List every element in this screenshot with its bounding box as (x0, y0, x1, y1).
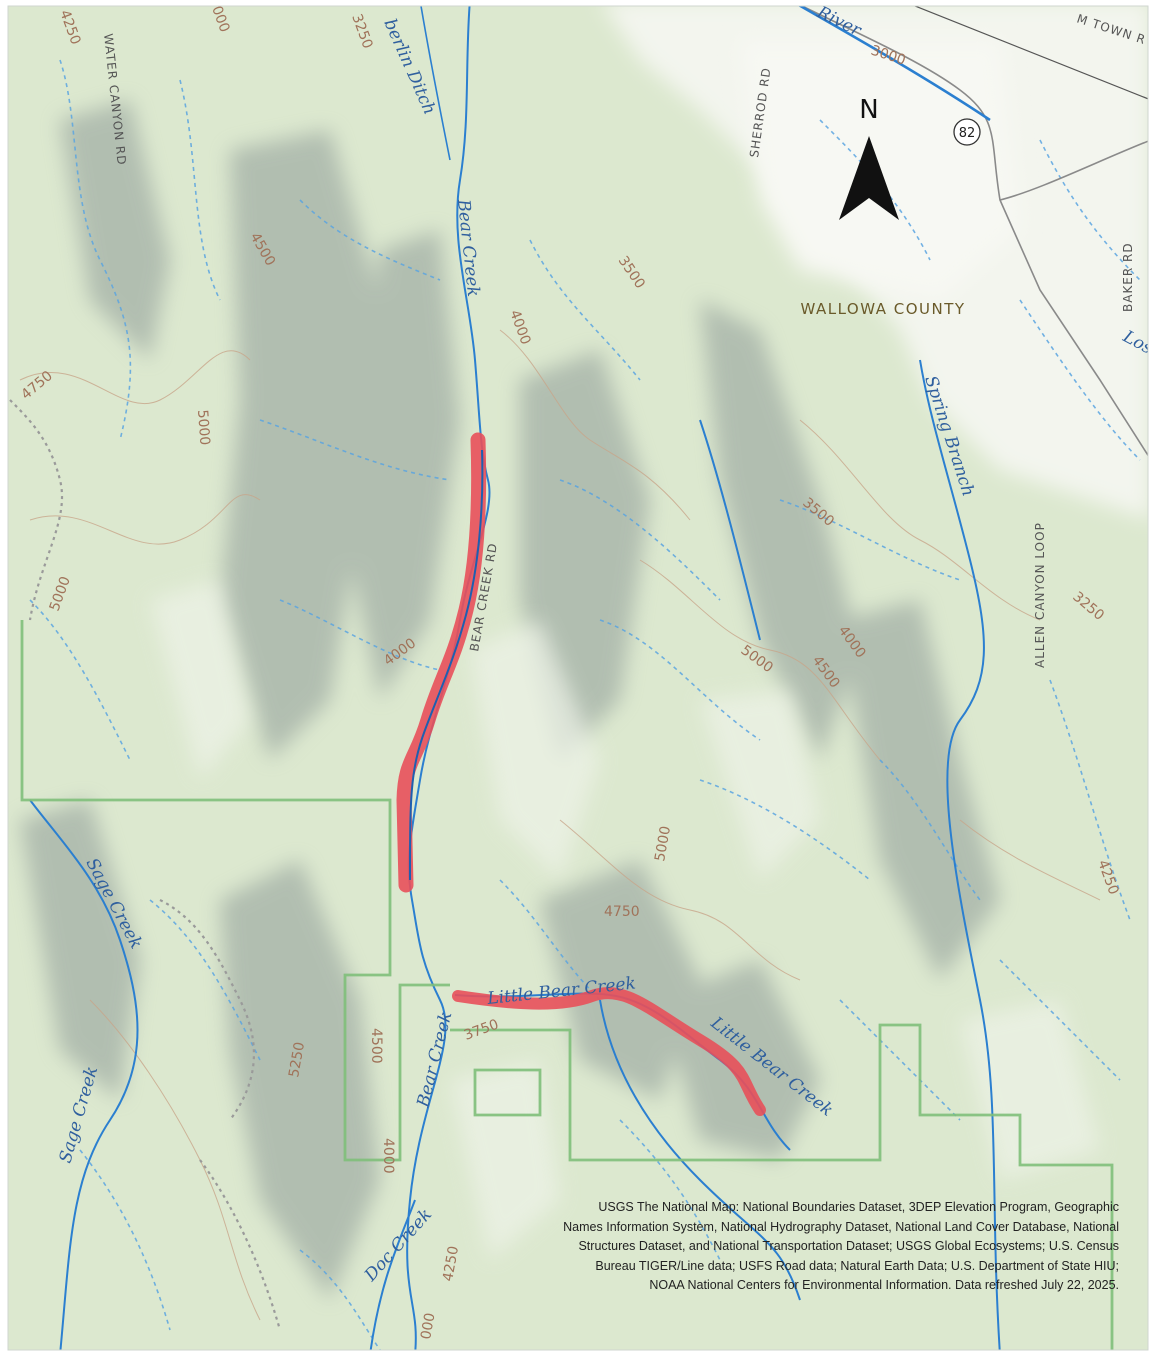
contour-label: 5000 (194, 409, 212, 446)
highway-shield: 82 (953, 118, 981, 146)
county-label: WALLOWA COUNTY (800, 300, 965, 318)
map-frame (7, 5, 1149, 1351)
contour-label: 5000 (652, 825, 674, 863)
north-arrow: N (839, 95, 899, 220)
contour-label: 000 (418, 1312, 438, 1341)
roads (800, 6, 1148, 457)
ditch-stream (420, 6, 451, 161)
sage-creek-stream (29, 799, 139, 1350)
allen-canyon-loop-label: ALLEN CANYON LOOP (1033, 522, 1047, 668)
baker-rd-label: BAKER RD (1121, 242, 1135, 312)
highway-82-label: 82 (959, 126, 976, 141)
middle-creek-stream (599, 999, 801, 1301)
shaded-relief (20, 100, 1000, 1300)
north-arrow-letter: N (859, 95, 878, 125)
attribution-text: USGS The National Map: National Boundari… (563, 1200, 1119, 1292)
river-stream (797, 6, 991, 122)
relief-highlights (150, 580, 1100, 1260)
contour-label: 4500 (368, 1028, 384, 1064)
trails (9, 399, 282, 1331)
contour-label: 4750 (604, 904, 640, 920)
contour-label: 4000 (380, 1138, 396, 1174)
contour-label: 5250 (286, 1041, 308, 1079)
upper-stream (699, 419, 761, 641)
highlighted-corridor[interactable] (396, 432, 766, 1116)
doc-creek-stream (369, 1199, 416, 1350)
land-boundary (20, 620, 1114, 1350)
spring-branch-stream (919, 359, 1001, 1350)
contour-label: 4250 (440, 1245, 462, 1283)
intermittent-streams (29, 59, 1141, 1350)
